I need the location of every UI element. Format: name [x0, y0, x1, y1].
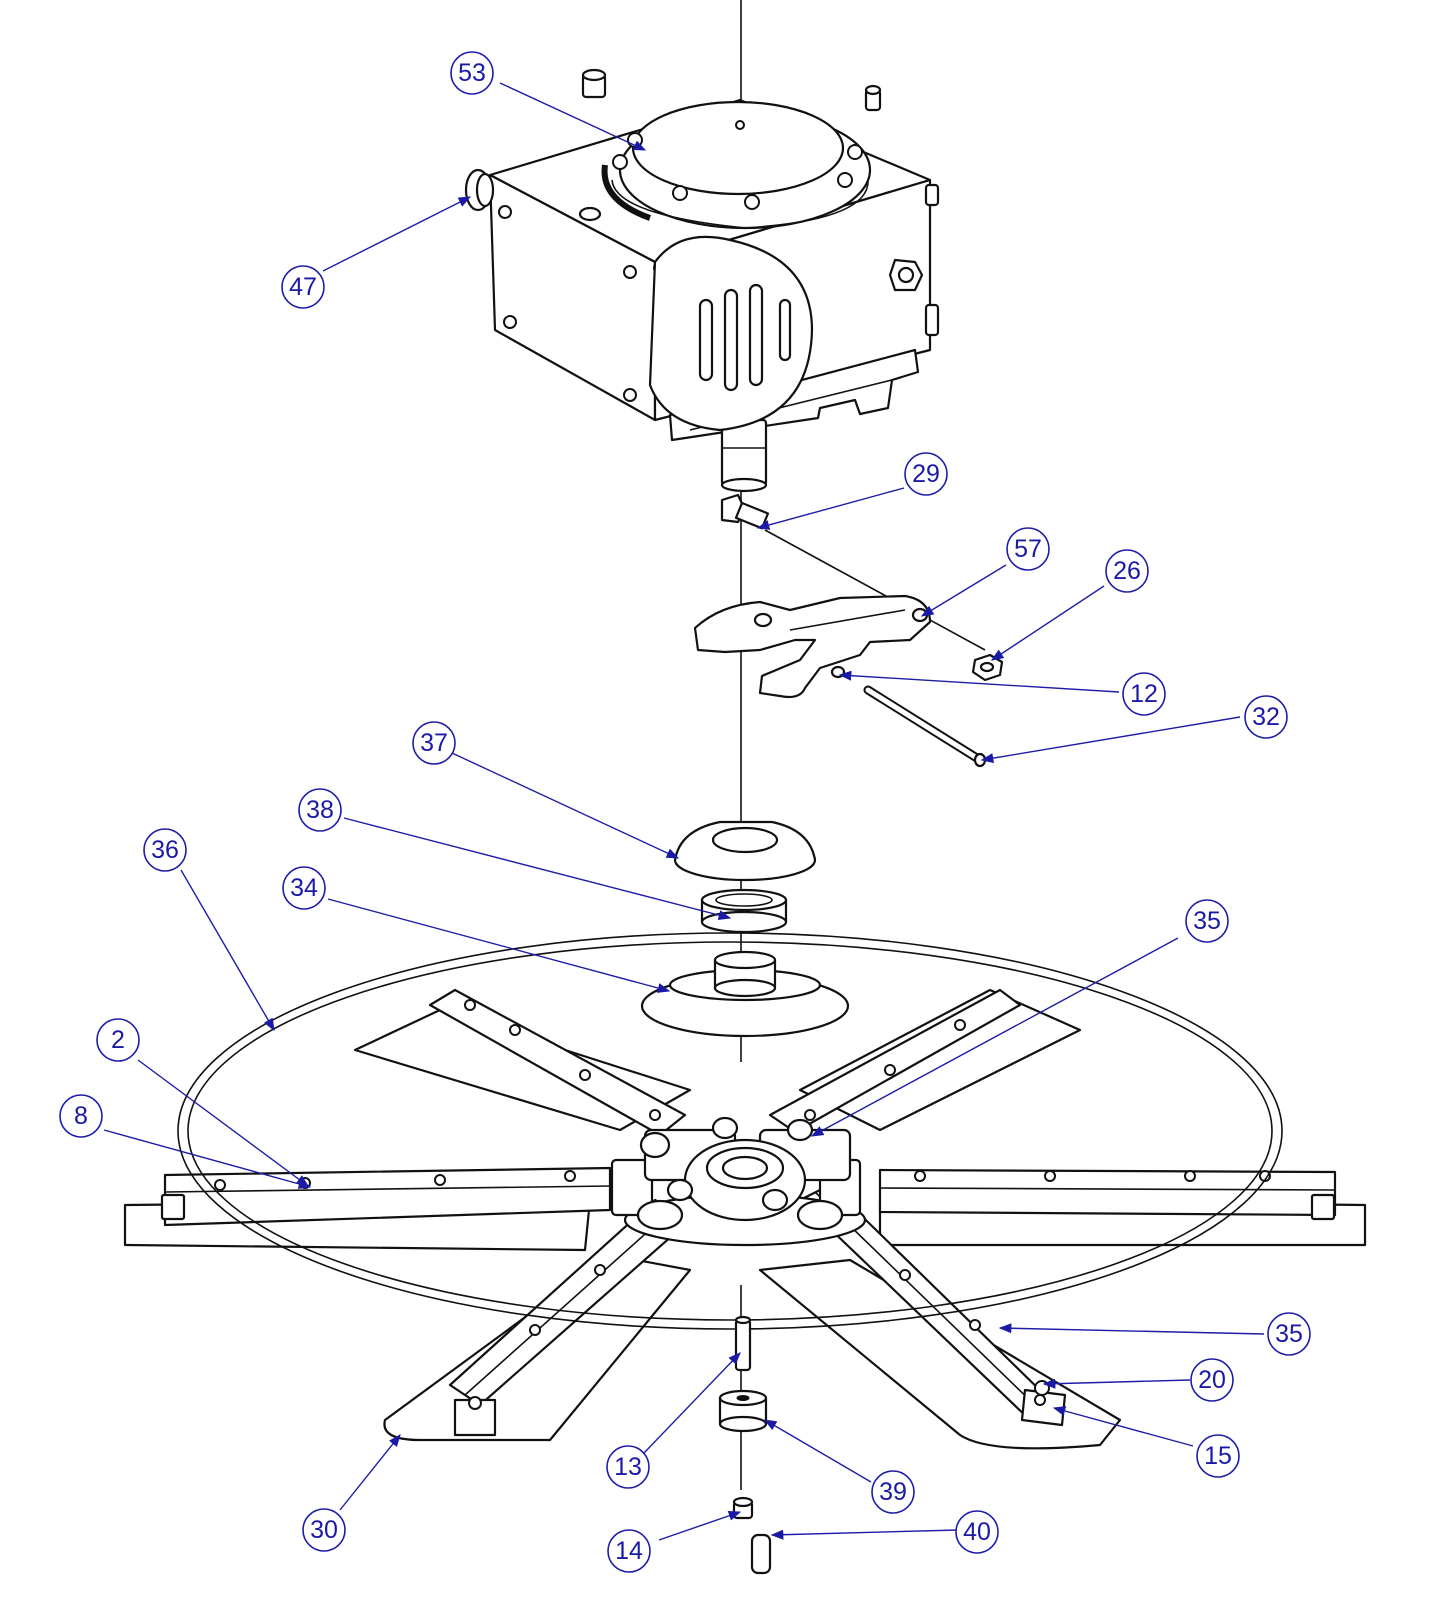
breather-plug — [581, 68, 607, 99]
nut-26 — [971, 653, 1004, 682]
callout-53: 53 — [450, 51, 494, 95]
bolt-29-axis — [764, 529, 986, 651]
svg-text:35: 35 — [1193, 907, 1221, 935]
svg-text:2: 2 — [111, 1026, 125, 1054]
callout-30: 30 — [302, 1508, 346, 1552]
callout-40: 40 — [955, 1510, 999, 1554]
gearbox — [464, 98, 940, 493]
bolt-13 — [734, 1315, 752, 1372]
bolt-29 — [720, 493, 770, 530]
callout-2: 2 — [96, 1018, 140, 1062]
svg-text:34: 34 — [290, 874, 318, 902]
callout-38: 38 — [298, 788, 342, 832]
key-40 — [750, 1533, 772, 1575]
callout-39: 39 — [871, 1470, 915, 1514]
svg-text:40: 40 — [963, 1518, 991, 1546]
grease-fitting — [864, 84, 882, 112]
callout-34: 34 — [282, 866, 326, 910]
svg-text:20: 20 — [1198, 1366, 1226, 1394]
svg-text:29: 29 — [912, 460, 940, 488]
callout-13: 13 — [606, 1445, 650, 1489]
callout-26: 26 — [1105, 549, 1149, 593]
svg-text:8: 8 — [74, 1102, 88, 1130]
svg-text:26: 26 — [1113, 557, 1141, 585]
callout-47: 47 — [281, 265, 325, 309]
leader-lines — [103, 82, 1265, 1541]
foot-brackets — [160, 1193, 1336, 1437]
svg-text:30: 30 — [310, 1516, 338, 1544]
callout-29: 29 — [904, 452, 948, 496]
svg-text:13: 13 — [614, 1453, 642, 1481]
pin-32 — [863, 685, 987, 768]
svg-text:37: 37 — [420, 729, 448, 757]
bearing-38 — [700, 888, 788, 934]
svg-text:32: 32 — [1252, 703, 1280, 731]
svg-text:15: 15 — [1204, 1442, 1232, 1470]
svg-text:12: 12 — [1130, 680, 1158, 708]
svg-text:57: 57 — [1014, 535, 1042, 563]
svg-text:36: 36 — [151, 836, 179, 864]
callout-35-upper: 35 — [1185, 899, 1229, 943]
callout-32: 32 — [1244, 695, 1288, 739]
callout-35-lower: 35 — [1267, 1312, 1311, 1356]
svg-text:38: 38 — [306, 796, 334, 824]
callout-37: 37 — [412, 721, 456, 765]
callout-14: 14 — [607, 1529, 651, 1573]
callout-57: 57 — [1006, 527, 1050, 571]
arm-bolts — [214, 999, 1271, 1336]
bushing-39 — [718, 1389, 768, 1433]
svg-text:53: 53 — [458, 59, 486, 87]
callouts: 53 47 29 57 26 12 32 37 38 36 34 35 2 8 … — [59, 51, 1311, 1573]
svg-text:35: 35 — [1275, 1320, 1303, 1348]
svg-text:39: 39 — [879, 1478, 907, 1506]
hub-34 — [640, 950, 850, 1038]
clevis-bracket — [693, 594, 932, 699]
cap-14 — [732, 1496, 754, 1520]
callout-12: 12 — [1122, 672, 1166, 716]
hub-cap-37 — [673, 820, 817, 882]
callout-36: 36 — [143, 828, 187, 872]
center-hub — [610, 1116, 867, 1247]
svg-text:14: 14 — [615, 1537, 643, 1565]
callout-15: 15 — [1196, 1434, 1240, 1478]
callout-8: 8 — [59, 1094, 103, 1138]
svg-text:47: 47 — [289, 273, 317, 301]
ring-36 — [177, 932, 1283, 1330]
callout-20: 20 — [1190, 1358, 1234, 1402]
